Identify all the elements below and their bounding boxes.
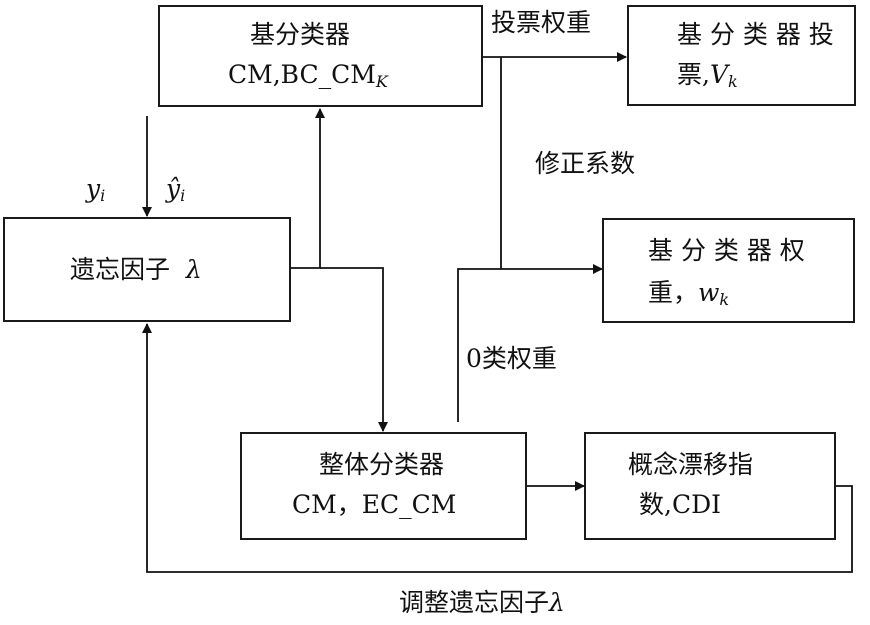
- base-classifier-model: CM,BC_CMK: [228, 56, 388, 101]
- y-true-sub: i: [100, 186, 106, 205]
- base-weight-line2: 重，wk: [648, 274, 729, 319]
- forgetting-factor-box: [3, 217, 291, 322]
- base-classifier-title: 基分类器: [250, 20, 351, 49]
- correction-coefficient-label: 修正系数: [535, 149, 636, 178]
- arrow-feedback: [142, 323, 853, 573]
- class0-weight-label: 0类权重: [466, 344, 557, 373]
- base-vote-line1: 基 分 类 器 投: [677, 20, 834, 49]
- y-true-var: y: [86, 174, 101, 203]
- base-weight-box: [602, 218, 855, 323]
- ensemble-classifier-title: 整体分类器: [319, 450, 445, 479]
- y-true-label: yi: [86, 170, 105, 215]
- y-pred-var: ŷ: [166, 174, 181, 203]
- adjust-forgetting-symbol: λ: [549, 588, 565, 617]
- forgetting-factor-main: 遗忘因子: [70, 255, 171, 284]
- base-vote-sub: k: [728, 72, 738, 91]
- ensemble-classifier-box: [240, 432, 527, 540]
- base-vote-box: [627, 5, 856, 106]
- base-classifier-box: [158, 5, 483, 107]
- y-pred-label: ŷi: [166, 170, 185, 215]
- cdi-line1: 概念漂移指: [628, 450, 754, 479]
- y-pred-sub: i: [180, 186, 186, 205]
- base-weight-var: w: [698, 278, 720, 307]
- base-vote-line2: 票,Vk: [677, 56, 738, 101]
- forgetting-factor-label: 遗忘因子 λ: [70, 251, 202, 289]
- cdi-box: [584, 432, 836, 540]
- base-weight-sub: k: [719, 290, 730, 309]
- base-classifier-model-main: CM,BC_CM: [228, 60, 376, 89]
- base-weight-line2-main: 重，: [648, 278, 699, 307]
- ensemble-classifier-model: CM，EC_CM: [292, 490, 457, 519]
- arrow-to-base-classifier: [291, 108, 325, 269]
- base-classifier-model-sub: K: [375, 72, 388, 91]
- vote-weight-label: 投票权重: [491, 8, 592, 37]
- line-class0-weight: [457, 268, 501, 422]
- adjust-forgetting-main: 调整遗忘因子: [399, 588, 550, 617]
- arrow-to-ensemble: [320, 267, 388, 432]
- base-vote-line2-main: 票,: [677, 60, 710, 89]
- base-weight-line1: 基 分 类 器 权: [648, 236, 805, 265]
- adjust-forgetting-label: 调整遗忘因子λ: [399, 584, 565, 622]
- cdi-line2: 数,CDI: [639, 490, 721, 519]
- forgetting-factor-symbol: λ: [185, 255, 202, 284]
- base-vote-var: V: [709, 60, 729, 89]
